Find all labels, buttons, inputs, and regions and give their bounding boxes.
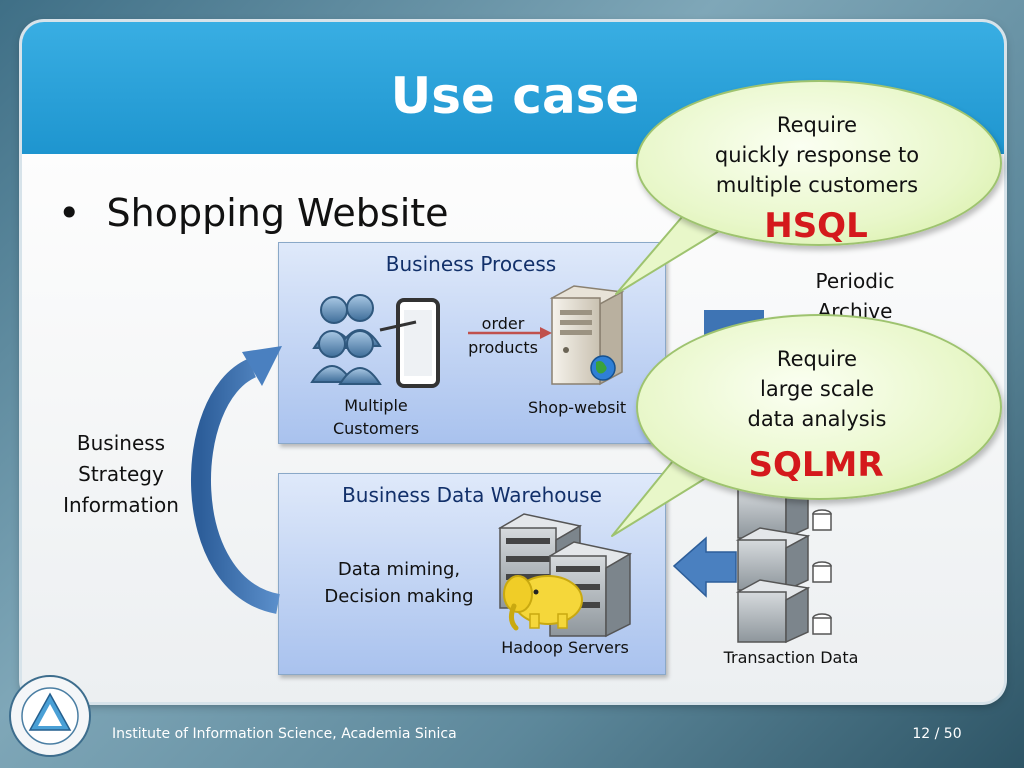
hsql-callout-bubble xyxy=(636,80,1002,246)
sqlmr-line2: large scale xyxy=(759,377,874,401)
archive-line1: Periodic xyxy=(815,269,895,293)
hadoop-elephant-icon xyxy=(503,575,583,631)
data-mining-line1: Data miming, xyxy=(337,559,461,580)
data-mining-label: Data miming, Decision making xyxy=(316,556,482,610)
hsql-callout-text: Require quickly response to multiple cus… xyxy=(656,110,978,200)
data-mining-line2: Decision making xyxy=(324,586,474,607)
strategy-line2: Strategy xyxy=(78,462,164,486)
hsql-line1: Require xyxy=(776,113,858,137)
sqlmr-keyword: SQLMR xyxy=(748,445,884,485)
transaction-arrow-icon xyxy=(672,536,737,598)
customers-label: Multiple Customers xyxy=(316,394,436,440)
transaction-data-label: Transaction Data xyxy=(723,648,859,667)
footer-institute: Institute of Information Science, Academ… xyxy=(112,726,457,742)
hsql-line2: quickly response to xyxy=(714,143,920,167)
page-number: 12 / 50 xyxy=(912,726,962,742)
sqlmr-line1: Require xyxy=(776,347,858,371)
shop-website-label: Shop-websit xyxy=(528,398,627,417)
strategy-line1: Business xyxy=(76,431,166,455)
customers-icon xyxy=(310,294,382,385)
hadoop-servers-label: Hadoop Servers xyxy=(501,638,629,657)
transaction-database-icon xyxy=(735,475,832,644)
sqlmr-callout-text: Require large scale data analysis xyxy=(656,344,978,434)
data-warehouse-title: Business Data Warehouse xyxy=(342,483,602,507)
order-products-label: order products xyxy=(458,312,548,360)
bullet-text: Shopping Website xyxy=(106,191,449,235)
slide-title: Use case xyxy=(390,67,640,125)
order-label-line2: products xyxy=(468,338,538,357)
order-arrow-icon xyxy=(468,327,552,339)
sqlmr-callout-bubble xyxy=(636,314,1002,500)
business-process-title: Business Process xyxy=(385,252,557,276)
business-strategy-label: Business Strategy Information xyxy=(50,428,192,521)
order-label-line1: order xyxy=(481,314,525,333)
tablet-icon xyxy=(379,298,440,388)
academia-sinica-logo xyxy=(9,675,91,757)
bullet-symbol: • xyxy=(58,191,81,235)
strategy-line3: Information xyxy=(63,493,179,517)
strategy-feedback-arrow xyxy=(191,346,282,614)
sqlmr-line3: data analysis xyxy=(747,407,887,431)
hsql-line3: multiple customers xyxy=(715,173,919,197)
shop-server-icon xyxy=(549,285,625,386)
customers-label-line1: Multiple xyxy=(344,396,408,415)
bullet-shopping-website: • Shopping Website xyxy=(58,190,449,236)
customers-label-line2: Customers xyxy=(332,419,420,438)
hsql-keyword: HSQL xyxy=(764,206,868,246)
